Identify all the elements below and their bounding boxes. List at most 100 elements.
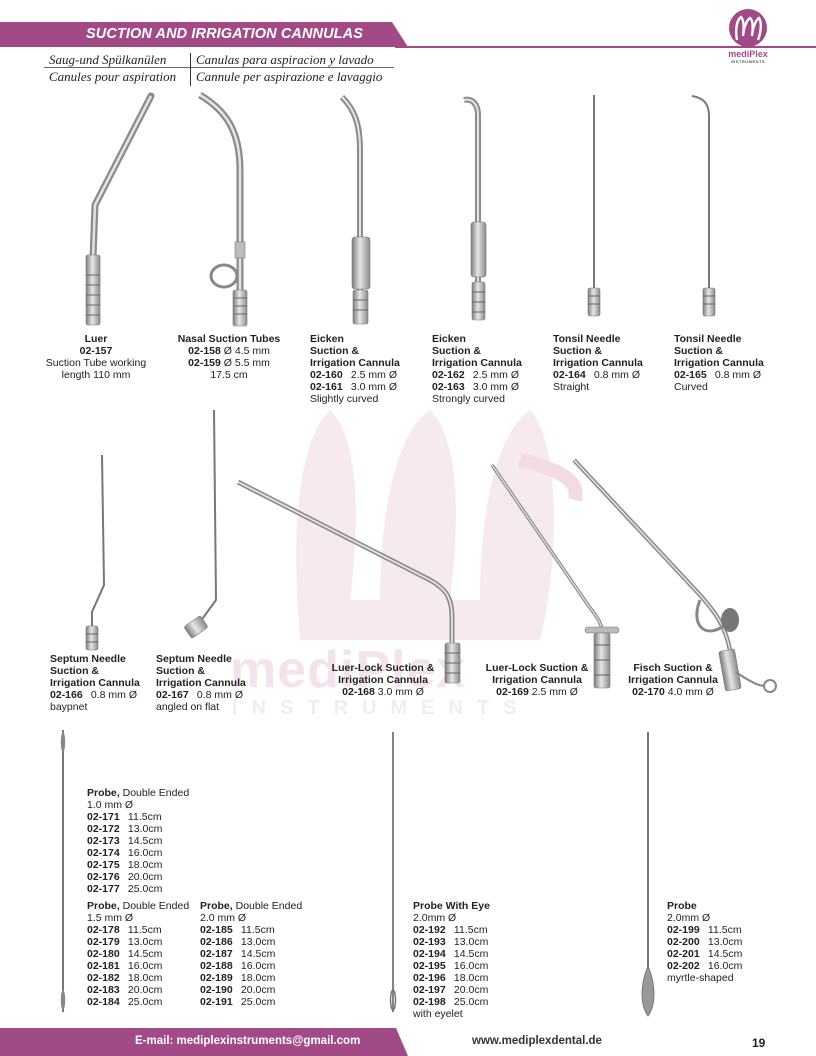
product-note: Straight xyxy=(553,381,590,393)
list-item: 02-185 11.5cm xyxy=(200,924,275,936)
product-name: Irrigation Cannula xyxy=(674,357,764,369)
product-code: 02-162 xyxy=(432,369,465,381)
product-code: 02-167 xyxy=(156,689,189,701)
product-02-168: Luer-Lock Suction & Irrigation Cannula 0… xyxy=(322,662,444,698)
probe-diameter: 1.5 mm Ø xyxy=(87,912,134,924)
list-item: 02-179 13.0cm xyxy=(87,936,163,948)
product-note: angled on flat xyxy=(156,701,220,713)
product-name: Irrigation Cannula xyxy=(156,677,246,689)
list-item: 02-180 14.5cm xyxy=(87,948,163,960)
product-02-169: Luer-Lock Suction & Irrigation Cannula 0… xyxy=(476,662,598,698)
brand-logo-icon xyxy=(729,9,767,47)
probe-note: with eyelet xyxy=(413,1008,463,1020)
probe-group-02-192: Probe With Eye 2.0mm Ø 02-192 11.5cm 02-… xyxy=(413,900,490,1020)
product-note: Curved xyxy=(674,381,708,393)
luer-lock-168-image xyxy=(236,479,461,684)
product-size: 2.5 mm Ø xyxy=(531,686,578,698)
product-name: Irrigation Cannula xyxy=(628,674,718,686)
product-name: Eicken xyxy=(310,333,344,345)
product-name: Luer xyxy=(84,333,108,345)
product-02-166: Septum Needle Suction & Irrigation Cannu… xyxy=(50,653,140,713)
list-item: 02-191 25.0cm xyxy=(200,996,276,1008)
list-item: 02-182 18.0cm xyxy=(87,972,163,984)
product-code: 02-160 xyxy=(310,369,343,381)
probe-diameter: 1.0 mm Ø xyxy=(87,799,134,811)
footer-bar xyxy=(0,1028,408,1056)
product-note: Slightly curved xyxy=(310,393,379,405)
product-size: 0.8 mm Ø xyxy=(196,689,244,701)
product-name: Suction & xyxy=(156,665,205,677)
brand-logo-text: mediPlex xyxy=(728,49,768,59)
subtitle-divider-v xyxy=(190,53,191,86)
footer-website-link[interactable]: www.mediplexdental.de xyxy=(472,1035,602,1047)
probe-double-ended-image xyxy=(60,730,66,1012)
luer-lock-169-image xyxy=(490,464,620,689)
product-size: 3.0 mm Ø xyxy=(350,381,398,393)
product-02-167: Septum Needle Suction & Irrigation Cannu… xyxy=(156,653,246,713)
product-name: Irrigation Cannula xyxy=(553,357,643,369)
probe-type: Double Ended xyxy=(122,900,190,912)
nasal-suction-image xyxy=(198,91,248,327)
list-item: 02-177 25.0cm xyxy=(87,883,163,895)
product-size: Ø 4.5 mm xyxy=(223,345,270,357)
list-item: 02-178 11.5cm xyxy=(87,924,162,936)
list-item: 02-173 14.5cm xyxy=(87,835,163,847)
product-name: Luer-Lock Suction & xyxy=(331,662,435,674)
septum-baypnet-image xyxy=(85,454,106,651)
product-name: Suction & xyxy=(50,665,99,677)
probe-diameter: 2.0mm Ø xyxy=(413,912,457,924)
product-02-170: Fisch Suction & Irrigation Cannula 02-17… xyxy=(614,662,732,698)
probe-diameter: 2.0mm Ø xyxy=(667,912,711,924)
product-code: 02-170 xyxy=(632,686,665,698)
header-bar xyxy=(0,22,408,47)
probe-group-02-199: Probe 2.0mm Ø 02-199 11.5cm 02-200 13.0c… xyxy=(667,900,742,984)
subtitle-it: Cannule per aspirazione e lavaggio xyxy=(196,69,383,84)
list-item: 02-193 13.0cm xyxy=(413,936,489,948)
list-item: 02-183 20.0cm xyxy=(87,984,163,996)
product-name: Tonsil Needle xyxy=(674,333,742,345)
product-code: 02-168 xyxy=(342,686,375,698)
product-size: 3.0 mm Ø xyxy=(377,686,424,698)
brand-logo-subtext: INSTRUMENTS xyxy=(730,59,766,64)
probe-name: Probe With Eye xyxy=(413,900,490,912)
product-02-162: Eicken Suction & Irrigation Cannula 02-1… xyxy=(432,333,522,405)
product-note: baypnet xyxy=(50,701,88,713)
probe-diameter: 2.0 mm Ø xyxy=(200,912,247,924)
product-desc: Suction Tube working xyxy=(45,357,147,369)
fisch-image xyxy=(572,458,777,693)
product-code: 02-158 xyxy=(188,345,221,357)
probe-with-eye-image xyxy=(389,732,397,1012)
product-code: 02-163 xyxy=(432,381,465,393)
septum-angled-image xyxy=(184,409,218,638)
product-name: Suction & xyxy=(553,345,602,357)
product-name: Irrigation Cannula xyxy=(50,677,140,689)
product-code: 02-166 xyxy=(50,689,83,701)
product-name: Septum Needle xyxy=(50,653,126,665)
probe-group-02-178: Probe, Double Ended 1.5 mm Ø 02-178 11.5… xyxy=(87,900,189,1008)
product-02-160: Eicken Suction & Irrigation Cannula 02-1… xyxy=(310,333,400,405)
list-item: 02-187 14.5cm xyxy=(200,948,276,960)
subtitle-fr: Canules pour aspiration xyxy=(49,69,177,84)
list-item: 02-176 20.0cm xyxy=(87,871,163,883)
product-name: Suction & xyxy=(674,345,723,357)
tonsil-straight-image xyxy=(587,95,601,317)
list-item: 02-175 18.0cm xyxy=(87,859,163,871)
list-item: 02-194 14.5cm xyxy=(413,948,489,960)
list-item: 02-196 18.0cm xyxy=(413,972,489,984)
product-name: Eicken xyxy=(432,333,466,345)
probe-name: Probe, xyxy=(200,900,233,912)
list-item: 02-201 14.5cm xyxy=(667,948,743,960)
product-code: 02-165 xyxy=(674,369,707,381)
subtitle-de: Saug-und Spülkanülen xyxy=(49,52,167,67)
product-02-165: Tonsil Needle Suction & Irrigation Cannu… xyxy=(674,333,764,393)
probe-type: Double Ended xyxy=(122,787,190,799)
product-name: Irrigation Cannula xyxy=(432,357,522,369)
tonsil-curved-image xyxy=(691,95,716,317)
product-length: 17.5 cm xyxy=(210,369,248,381)
list-item: 02-172 13.0cm xyxy=(87,823,163,835)
product-name: Irrigation Cannula xyxy=(492,674,582,686)
probe-group-02-171: Probe, Double Ended 1.0 mm Ø 02-171 11.5… xyxy=(87,787,189,895)
footer-email[interactable]: E-mail: mediplexinstruments@gmail.com xyxy=(135,1035,361,1047)
product-size: 2.5 mm Ø xyxy=(350,369,398,381)
